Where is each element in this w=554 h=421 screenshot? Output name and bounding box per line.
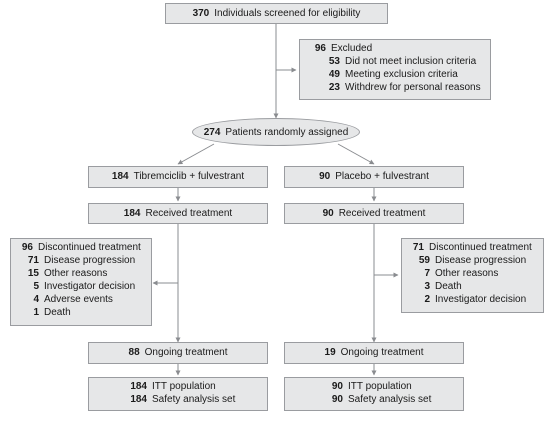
randomized-label: Patients randomly assigned: [225, 126, 349, 138]
right-discontinued-item: 7 Other reasons: [408, 268, 498, 281]
left-discontinued-item: 5 Investigator decision: [17, 281, 135, 294]
left-ongoing-count: 88: [128, 347, 140, 358]
right-safety-label: Safety analysis set: [348, 394, 432, 405]
excluded-box: 96 Excluded 53 Did not meet inclusion cr…: [299, 39, 491, 100]
left-discontinued-item-count: 5: [33, 281, 39, 292]
right-discontinued-label: Discontinued treatment: [429, 242, 532, 253]
excluded-item-label: Did not meet inclusion criteria: [345, 56, 477, 67]
excluded-item-label: Withdrew for personal reasons: [345, 82, 481, 93]
right-discontinued-item-count: 59: [418, 255, 430, 266]
right-allocated-label: Placebo + fulvestrant: [335, 171, 429, 182]
left-analysis-itt: 184 ITT population: [127, 381, 216, 394]
left-allocated-box: 184 Tibremciclib + fulvestrant: [88, 166, 268, 188]
left-discontinued-item-label: Disease progression: [44, 255, 136, 266]
left-itt-label: ITT population: [152, 381, 216, 392]
left-discontinued-box: 96 Discontinued treatment 71 Disease pro…: [10, 238, 152, 326]
left-analysis-safety: 184 Safety analysis set: [127, 394, 235, 407]
right-discontinued-box: 71 Discontinued treatment 59 Disease pro…: [401, 238, 544, 313]
excluded-item-count: 53: [328, 56, 340, 67]
connector-randomized-left: [177, 143, 215, 165]
right-discontinued-item: 3 Death: [408, 281, 462, 294]
right-discontinued-item-count: 7: [424, 268, 430, 279]
excluded-item: 53 Did not meet inclusion criteria: [306, 56, 476, 69]
excluded-item-count: 23: [328, 82, 340, 93]
excluded-label: Excluded: [331, 43, 373, 54]
left-discontinued-item-label: Other reasons: [44, 268, 108, 279]
right-discontinued-item-count: 3: [424, 281, 430, 292]
right-itt-count: 90: [331, 381, 343, 392]
randomized-count: 274: [203, 126, 221, 138]
left-discontinued-count: 96: [21, 242, 33, 253]
right-ongoing-label: Ongoing treatment: [340, 347, 424, 358]
right-discontinued-item: 59 Disease progression: [408, 255, 526, 268]
left-safety-count: 184: [130, 394, 147, 405]
left-discontinued-item-label: Investigator decision: [44, 281, 136, 292]
right-allocated-box: 90 Placebo + fulvestrant: [284, 166, 464, 188]
right-received-box: 90 Received treatment: [284, 203, 464, 224]
left-discontinued-item-label: Death: [44, 307, 71, 318]
right-received-label: Received treatment: [338, 207, 426, 219]
right-analysis-safety: 90 Safety analysis set: [323, 394, 432, 407]
right-discontinued-header: 71 Discontinued treatment: [408, 242, 532, 255]
screened-count: 370: [192, 7, 210, 19]
right-discontinued-item-label: Other reasons: [435, 268, 499, 279]
left-discontinued-item: 1 Death: [17, 307, 71, 320]
screened-box: 370 Individuals screened for eligibility: [165, 3, 388, 24]
right-ongoing-box: 19 Ongoing treatment: [284, 342, 464, 364]
left-discontinued-item-count: 71: [27, 255, 39, 266]
left-discontinued-item-count: 1: [33, 307, 39, 318]
right-analysis-box: 90 ITT population 90 Safety analysis set: [284, 377, 464, 411]
left-discontinued-item: 71 Disease progression: [17, 255, 135, 268]
excluded-header: 96 Excluded: [306, 43, 372, 56]
left-discontinued-item-count: 15: [27, 268, 39, 279]
left-discontinued-item: 4 Adverse events: [17, 294, 113, 307]
right-itt-label: ITT population: [348, 381, 412, 392]
left-allocated-label: Tibremciclib + fulvestrant: [133, 171, 245, 182]
left-analysis-box: 184 ITT population 184 Safety analysis s…: [88, 377, 268, 411]
right-discontinued-item-count: 2: [424, 294, 430, 305]
left-allocated-count: 184: [111, 171, 129, 182]
right-discontinued-item-label: Death: [435, 281, 462, 292]
excluded-item: 23 Withdrew for personal reasons: [306, 82, 481, 95]
left-itt-count: 184: [130, 381, 147, 392]
screened-label: Individuals screened for eligibility: [214, 7, 361, 19]
excluded-item: 49 Meeting exclusion criteria: [306, 69, 458, 82]
right-discontinued-item-label: Disease progression: [435, 255, 527, 266]
left-received-box: 184 Received treatment: [88, 203, 268, 224]
left-discontinued-item-count: 4: [33, 294, 39, 305]
randomized-ellipse: 274 Patients randomly assigned: [192, 118, 360, 146]
left-discontinued-item: 15 Other reasons: [17, 268, 108, 281]
right-received-count: 90: [322, 207, 334, 219]
excluded-item-label: Meeting exclusion criteria: [345, 69, 458, 80]
left-ongoing-label: Ongoing treatment: [144, 347, 228, 358]
left-received-count: 184: [123, 207, 141, 219]
left-discontinued-header: 96 Discontinued treatment: [17, 242, 141, 255]
left-ongoing-box: 88 Ongoing treatment: [88, 342, 268, 364]
right-safety-count: 90: [331, 394, 343, 405]
right-allocated-count: 90: [319, 171, 331, 182]
connector-randomized-right: [337, 143, 375, 165]
right-analysis-itt: 90 ITT population: [323, 381, 412, 394]
left-discontinued-item-label: Adverse events: [44, 294, 113, 305]
right-discontinued-item-label: Investigator decision: [435, 294, 527, 305]
right-ongoing-count: 19: [324, 347, 336, 358]
excluded-item-count: 49: [328, 69, 340, 80]
left-discontinued-label: Discontinued treatment: [38, 242, 141, 253]
right-discontinued-item: 2 Investigator decision: [408, 294, 526, 307]
left-safety-label: Safety analysis set: [152, 394, 236, 405]
excluded-count: 96: [314, 43, 326, 54]
left-received-label: Received treatment: [145, 207, 233, 219]
right-discontinued-count: 71: [412, 242, 424, 253]
